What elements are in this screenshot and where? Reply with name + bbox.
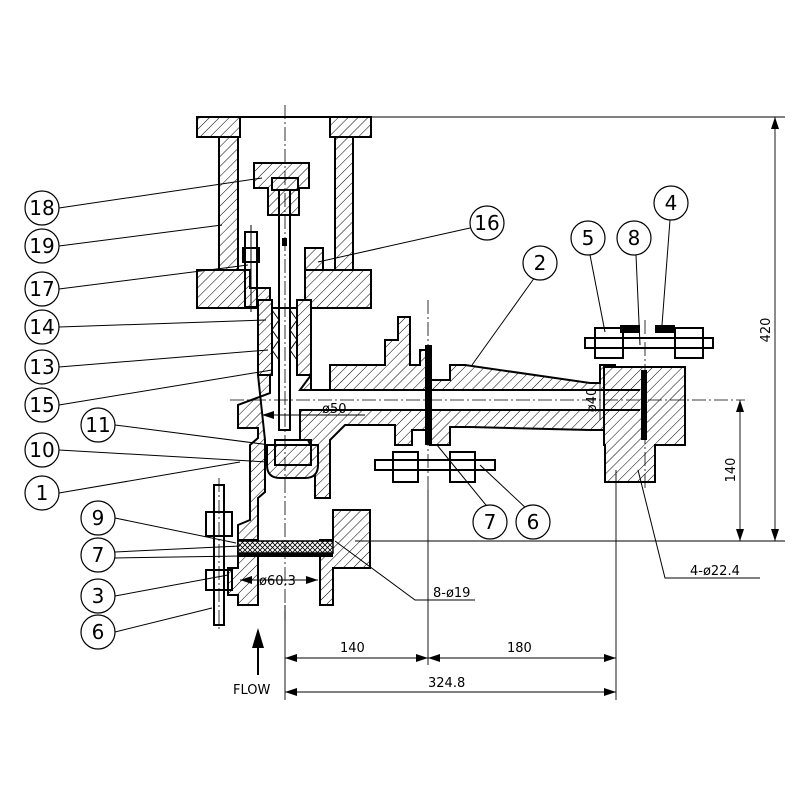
svg-text:4: 4 <box>665 191 678 215</box>
flow-indicator: FLOW <box>233 628 270 698</box>
dim-8-d19: 8-ø19 <box>433 586 470 601</box>
svg-text:5: 5 <box>582 226 595 250</box>
svg-text:16: 16 <box>474 211 499 235</box>
inlet-screen <box>237 540 334 557</box>
packing <box>257 299 312 376</box>
balloon-6-left: 6 <box>80 614 116 650</box>
balloon-11: 11 <box>80 407 116 443</box>
balloon-2: 2 <box>522 245 558 281</box>
dim-d60-3: ø60.3 <box>259 574 296 589</box>
dim-420: 420 <box>759 318 774 343</box>
svg-text:6: 6 <box>92 620 105 644</box>
balloon-3: 3 <box>80 578 116 614</box>
mid-bolt <box>374 451 496 483</box>
gland-bolt <box>242 225 260 312</box>
balloon-14: 14 <box>24 309 60 345</box>
inlet-bolt <box>205 478 233 632</box>
outlet-gasket <box>641 370 647 440</box>
dim-140-vertical: 140 <box>724 458 739 483</box>
yoke-housing <box>196 116 372 309</box>
dim-4-d22-4: 4-ø22.4 <box>690 564 740 579</box>
svg-text:1: 1 <box>36 481 49 505</box>
dim-d40: ø40 <box>585 388 600 413</box>
leader-lines <box>58 177 671 633</box>
balloon-10: 10 <box>24 432 60 468</box>
mid-gasket <box>425 345 432 445</box>
balloon-13: 13 <box>24 349 60 385</box>
valve-disc <box>266 439 319 479</box>
svg-text:11: 11 <box>85 413 110 437</box>
flow-arrow-icon <box>252 628 264 648</box>
dim-140-horizontal: 140 <box>340 641 365 656</box>
balloon-16: 16 <box>469 205 505 241</box>
svg-text:19: 19 <box>29 234 54 258</box>
flow-label: FLOW <box>233 683 270 698</box>
balloon-6-right: 6 <box>515 504 551 540</box>
svg-text:7: 7 <box>484 510 497 534</box>
balloon-19: 19 <box>24 228 60 264</box>
svg-text:10: 10 <box>29 438 54 462</box>
balloon-17: 17 <box>24 271 60 307</box>
balloon-9: 9 <box>80 500 116 536</box>
svg-text:15: 15 <box>29 393 54 417</box>
svg-text:17: 17 <box>29 277 54 301</box>
svg-text:7: 7 <box>92 543 105 567</box>
svg-text:18: 18 <box>29 196 54 220</box>
balloon-8: 8 <box>616 220 652 256</box>
svg-text:13: 13 <box>29 355 54 379</box>
svg-text:3: 3 <box>92 584 105 608</box>
stem <box>278 189 291 431</box>
balloon-15: 15 <box>24 387 60 423</box>
dim-d50: ø50 <box>322 402 347 417</box>
center-lines <box>230 105 745 620</box>
dim-324-8: 324.8 <box>428 676 465 691</box>
balloon-18: 18 <box>24 190 60 226</box>
svg-text:14: 14 <box>29 315 54 339</box>
balloon-5: 5 <box>570 220 606 256</box>
balloon-4: 4 <box>653 185 689 221</box>
dim-180: 180 <box>507 641 532 656</box>
svg-text:8: 8 <box>628 226 641 250</box>
svg-text:2: 2 <box>534 251 547 275</box>
svg-text:6: 6 <box>527 510 540 534</box>
balloon-7-left: 7 <box>80 537 116 573</box>
svg-text:9: 9 <box>92 506 105 530</box>
dimensions: 420 140 ø50 ø40 ø60.3 140 180 324.8 <box>240 116 785 700</box>
outlet-bolt <box>584 325 714 359</box>
balloon-1: 1 <box>24 475 60 511</box>
balloon-7-right: 7 <box>472 504 508 540</box>
